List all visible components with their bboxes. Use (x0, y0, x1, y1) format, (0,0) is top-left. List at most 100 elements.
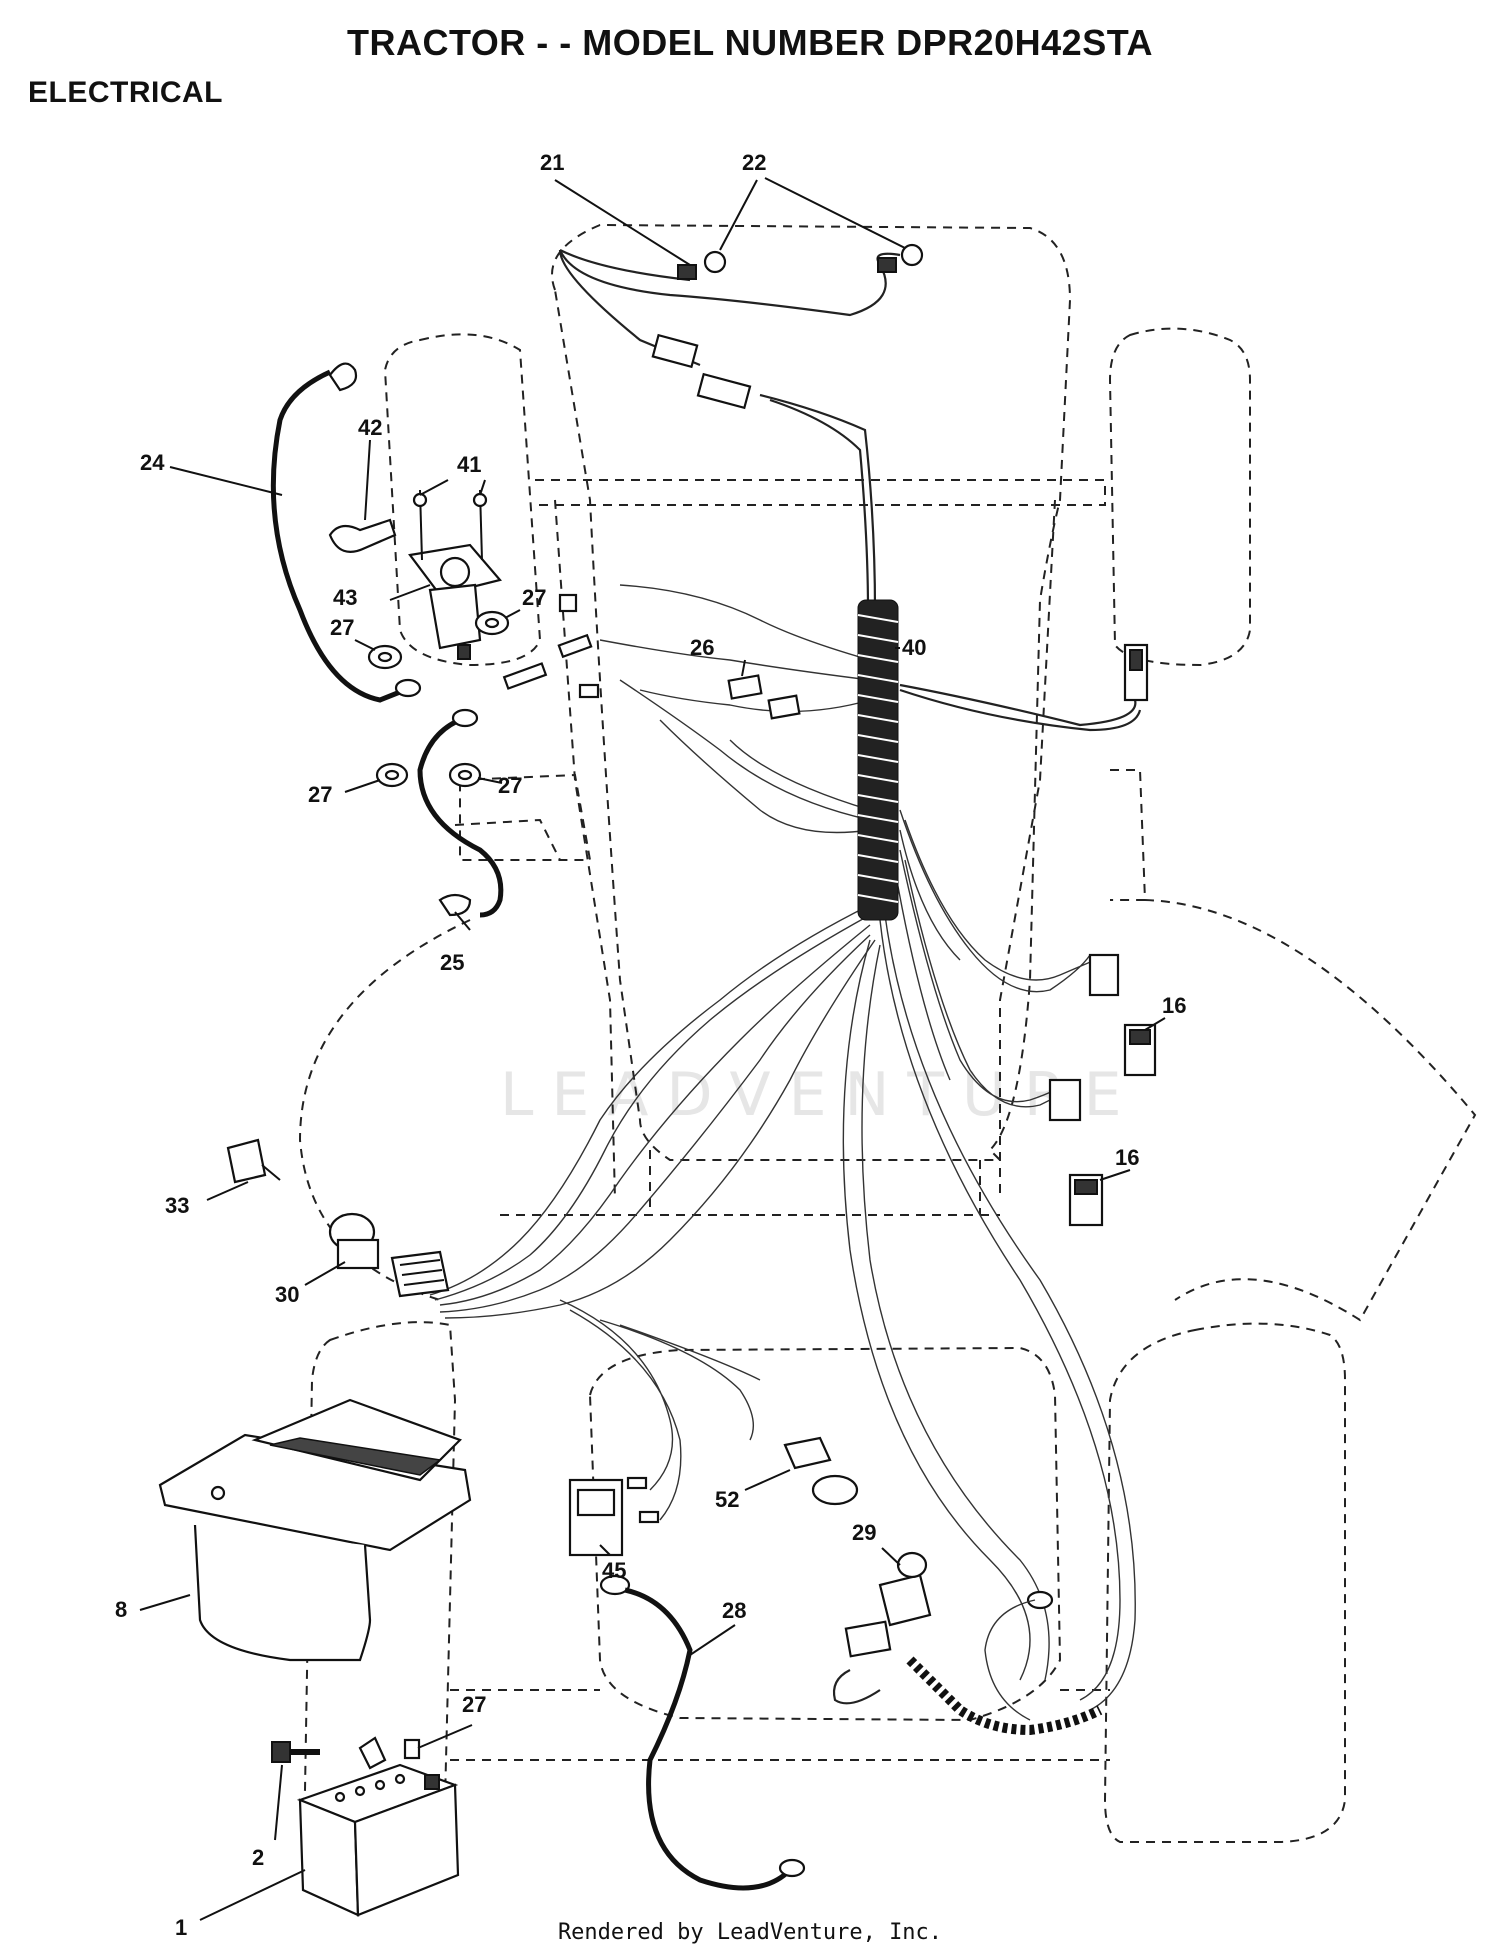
battery-1 (296, 1763, 460, 1917)
ignition-key-33 (226, 1138, 281, 1184)
leader-lines (139, 177, 1166, 1921)
leader-16a (1144, 1017, 1166, 1031)
hood-outline (551, 223, 1072, 1161)
connector-16-lower (1048, 1078, 1104, 1227)
harness-to-seat-rear (879, 914, 1136, 1711)
footrest-left (459, 773, 592, 861)
fuse-holder (502, 593, 600, 699)
leader-24 (169, 466, 283, 496)
nut-27-upper-right (474, 610, 510, 636)
frame-rails (554, 499, 1056, 1201)
harness-to-ignition-3 (439, 924, 871, 1306)
right-front-wheel (1108, 327, 1251, 667)
callout-2: 2 (252, 1845, 264, 1870)
headlight-bulb-22b (877, 243, 924, 273)
callout-1: 1 (175, 1915, 187, 1940)
main-harness (429, 249, 1142, 1711)
callout-28: 28 (722, 1598, 746, 1623)
leader-2 (274, 1764, 283, 1841)
harness-branch-left-lower (619, 679, 871, 834)
harness-to-pto (842, 939, 1050, 1681)
callout-40: 40 (902, 635, 926, 660)
callout-16-upper: 16 (1162, 993, 1186, 1018)
leader-27e (417, 1724, 473, 1749)
footrest-right (1110, 769, 1147, 901)
callout-22: 22 (742, 150, 766, 175)
callout-labels: 21 22 24 42 41 43 27 27 27 27 25 26 40 1… (115, 150, 1186, 1940)
battery-box-8 (158, 1398, 472, 1662)
leader-27c (344, 779, 381, 793)
watermark-text: LEADVENTURE (500, 1060, 1140, 1130)
harness-to-ignition-5 (444, 939, 876, 1319)
leader-25 (454, 911, 471, 931)
leader-8 (139, 1594, 191, 1611)
solenoid-assembly (408, 489, 502, 660)
loom-coil-ridges (857, 614, 899, 903)
leader-41a (419, 479, 449, 496)
deck-right-shape (1144, 899, 1477, 1322)
harness-branch-16a (899, 809, 1096, 993)
battery-bolt-2 (271, 1736, 387, 1770)
callout-29: 29 (852, 1520, 876, 1545)
left-front-wheel (383, 333, 542, 667)
harness-to-ignition-2 (434, 914, 871, 1301)
harness-to-ignition-4 (439, 934, 871, 1313)
ignition-switch-30 (328, 1212, 450, 1298)
callout-30: 30 (275, 1282, 299, 1307)
leader-1 (199, 1869, 306, 1921)
leader-21 (554, 179, 691, 266)
harness-to-ignition-1 (429, 904, 871, 1296)
battery-nut-27 (403, 1738, 421, 1760)
leader-42 (364, 439, 371, 521)
callout-27-a: 27 (330, 615, 354, 640)
leader-43 (389, 584, 431, 601)
callout-27-d: 27 (498, 773, 522, 798)
cable-25 (417, 708, 504, 918)
leader-22b (764, 177, 906, 249)
leader-28 (689, 1624, 736, 1656)
harness-to-hourmeter (559, 1299, 761, 1521)
harness-loom-coil (857, 599, 899, 921)
harness-to-headlight (759, 393, 877, 611)
pto-switch-29 (844, 1551, 932, 1658)
mid-body (500, 1150, 1000, 1216)
connector-16-upper (1088, 953, 1157, 1077)
seat-area (588, 1346, 1062, 1722)
harness-branch-16b (894, 849, 1071, 1108)
leader-30 (304, 1261, 346, 1286)
leader-16b (1099, 1169, 1131, 1181)
harness-branch-right (899, 683, 1142, 732)
leader-33 (206, 1181, 249, 1201)
headlight-wire (558, 249, 901, 367)
callout-42: 42 (358, 415, 382, 440)
nut-27-lower-right (448, 762, 482, 788)
right-rear-wheel (1103, 1322, 1346, 1843)
rear-frame (450, 1689, 1110, 1761)
callout-45: 45 (602, 1558, 626, 1583)
nut-27-upper-left (367, 644, 403, 670)
leader-22a (719, 179, 758, 251)
render-credit: Rendered by LeadVenture, Inc. (557, 1920, 943, 1945)
solenoid-body (428, 583, 482, 650)
callout-26: 26 (690, 635, 714, 660)
diagram-title: TRACTOR - - MODEL NUMBER DPR20H42STA (346, 22, 1154, 63)
callout-43: 43 (333, 585, 357, 610)
leader-45 (599, 1544, 611, 1556)
seat-switch-connector (1123, 643, 1149, 702)
nut-27-lower-left (375, 762, 409, 788)
leader-27a (354, 639, 376, 651)
fuse-52 (783, 1436, 859, 1506)
callout-27-b: 27 (522, 585, 546, 610)
hour-meter-45 (568, 1476, 660, 1557)
connector-26 (727, 674, 801, 720)
harness-branch-left (599, 584, 871, 713)
leader-29 (881, 1547, 901, 1566)
leader-27b (504, 609, 521, 619)
hood-crossbar (535, 479, 1106, 506)
headlight-bulb-22a (677, 250, 727, 280)
headlight-connector-21 (651, 333, 752, 410)
cable-28 (599, 1574, 806, 1891)
callout-25: 25 (440, 950, 464, 975)
callout-24: 24 (140, 450, 165, 475)
